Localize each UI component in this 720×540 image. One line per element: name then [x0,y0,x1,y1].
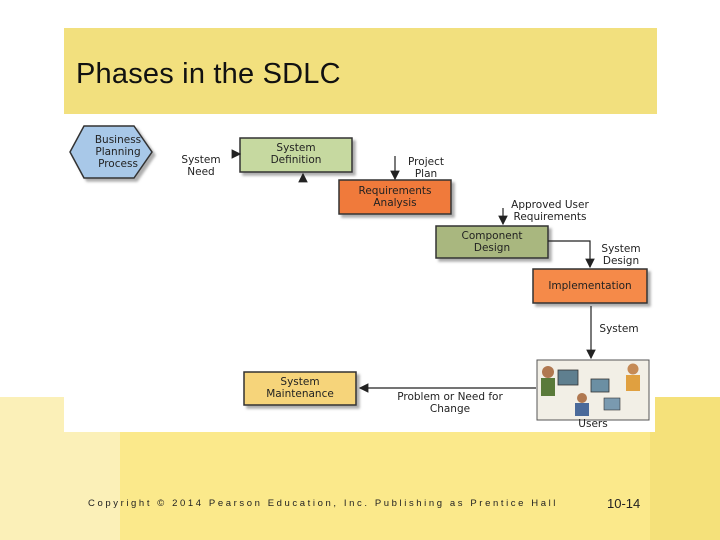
diagram-shapes [69,125,650,421]
copyright-footer: Copyright © 2014 Pearson Education, Inc.… [88,498,559,509]
business-planning-label: Business Planning Process [94,134,142,170]
system-definition-box [239,137,353,173]
background-right-block [650,397,720,540]
business-planning-hexagon [69,125,153,179]
system-maintenance-label: System Maintenance [266,376,334,400]
problem-or-need-note: Problem or Need for Change [397,391,503,415]
slide-title: Phases in the SDLC [76,58,341,90]
approved-user-requirements-note: Approved User Requirements [511,199,589,223]
implementation-label: Implementation [548,280,632,292]
requirements-analysis-box [338,179,452,215]
sdlc-diagram: Business Planning Process System Definit… [64,116,655,432]
project-plan-note: Project Plan [408,156,444,180]
implementation-box [532,268,648,304]
component-design-box [435,225,549,259]
page-number: 10-14 [607,496,641,511]
system-note: System [599,323,639,335]
system-need-note: System Need [181,154,221,178]
component-design-label: Component Design [461,230,523,254]
system-maintenance-box [243,371,357,406]
system-definition-label: System Definition [270,142,322,166]
title-bar: Phases in the SDLC [64,28,657,114]
system-design-note: System Design [601,243,641,267]
requirements-analysis-label: Requirements Analysis [358,185,432,209]
users-note: Users [578,418,608,430]
